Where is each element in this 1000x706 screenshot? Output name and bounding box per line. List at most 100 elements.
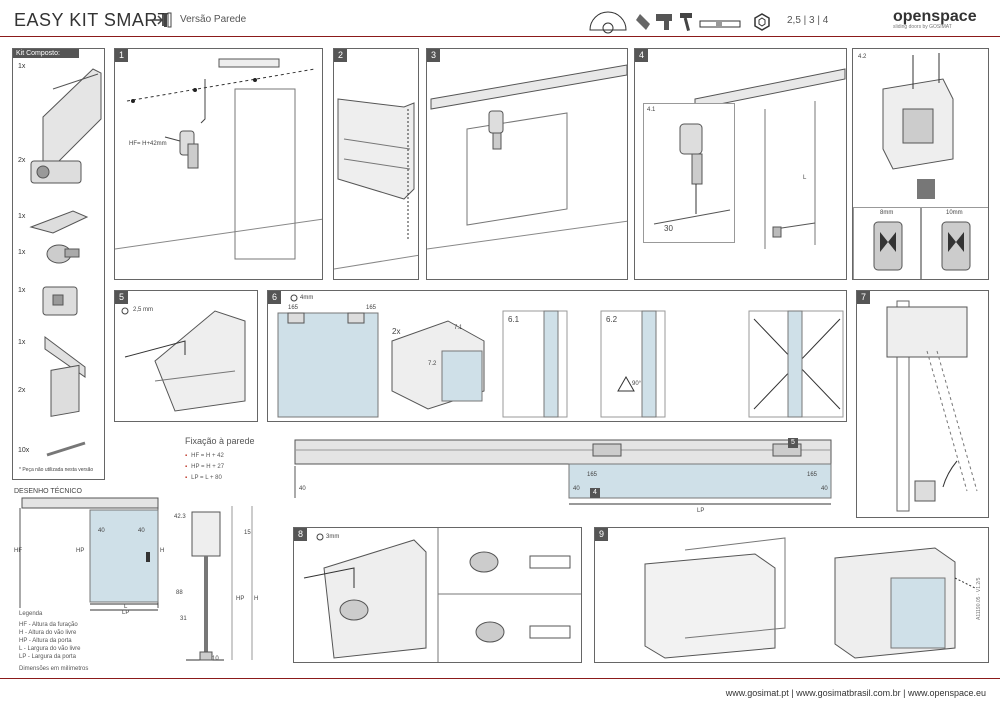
- kit-item-qty: 2x: [18, 157, 26, 164]
- step-2-illustration: [334, 98, 418, 270]
- step-5-panel: 5 2,5 mm: [114, 290, 258, 422]
- tech-40a: 40: [98, 528, 105, 534]
- step-4-2-label: 4.2: [858, 54, 867, 60]
- step-3-illustration: [427, 64, 627, 250]
- kit-item-qty: 1x: [18, 63, 26, 70]
- drill-icon: [656, 14, 672, 30]
- step-6-panel: 6 4mm 165 165 2x 7.1 7.2 6.1 6.2 90°: [267, 290, 847, 422]
- hammer-icon: [680, 13, 692, 31]
- step-6-dim2: 165: [366, 305, 377, 311]
- step-6-1-label: 6.1: [508, 315, 520, 324]
- header-divider: [0, 36, 1000, 37]
- side-dim: 31: [180, 616, 187, 622]
- side-dim: 10: [212, 656, 219, 662]
- step-6-qty: 2x: [392, 327, 401, 336]
- step-6-2-angle: 90°: [632, 381, 642, 387]
- gap-8mm: 8mm: [880, 210, 894, 216]
- step-4-panel: 4 4.1 30 L: [634, 48, 847, 280]
- kit-item-qty: 2x: [18, 387, 26, 394]
- track-dim-165: 165: [807, 472, 818, 478]
- step-7-illustration: [886, 300, 978, 512]
- step-7-panel: 7: [856, 290, 989, 518]
- kit-item-qty: 1x: [18, 249, 26, 256]
- side-dim: 42.3: [174, 514, 186, 520]
- step-6-7-2: 7.2: [428, 361, 437, 367]
- hex-key-size: 4mm: [300, 295, 314, 301]
- hex-key-icon: [754, 13, 770, 31]
- drill-detail: [653, 123, 731, 225]
- step-number: 1: [115, 49, 128, 62]
- tools-icons: [588, 8, 778, 34]
- step-9-illustration: [644, 537, 976, 659]
- fixacao-line: ▪HF = H + 42: [185, 453, 224, 459]
- step-5-illustration: [121, 307, 246, 412]
- gap-10mm: 10mm: [946, 210, 963, 216]
- legend-list: HF - Altura da furação H - Altura do vão…: [19, 621, 80, 661]
- kit-parts-illustration: [29, 68, 102, 457]
- step-number: 6: [268, 291, 281, 304]
- tech-40b: 40: [138, 528, 145, 534]
- step-number: 8: [294, 528, 307, 541]
- track-dim-40: 40: [299, 486, 306, 492]
- step-4-2-10mm-inset: 10mm: [921, 207, 988, 279]
- step-number: 9: [595, 528, 608, 541]
- step-9-panel: 9: [594, 527, 989, 663]
- tech-lp: LP: [122, 610, 130, 616]
- technical-front-view: HF HP H 40 40 L LP: [14, 496, 164, 616]
- step-number: 2: [334, 49, 347, 62]
- kit-item-qty: 1x: [18, 339, 26, 346]
- document-title: EASY KIT SMART: [14, 10, 170, 30]
- fixacao-line: ▪LP = L + 80: [185, 475, 222, 481]
- kit-item-qty: 10x: [18, 447, 30, 454]
- saw-icon: [589, 11, 627, 34]
- step-6-illustration: [277, 294, 844, 418]
- step-number: 4: [635, 49, 648, 62]
- technical-title: DESENHO TÉCNICO: [14, 488, 82, 495]
- track-lp: LP: [697, 508, 705, 514]
- kit-note: * Peça não utilizada nesta versão: [19, 467, 94, 473]
- tech-l: L: [124, 604, 128, 610]
- hex-sizes: 2,5 | 3 | 4: [787, 15, 829, 26]
- glove-icon: [636, 14, 650, 30]
- track-step-5-marker: 5: [788, 438, 798, 448]
- footer-links: www.gosimat.pt | www.gosimatbrasil.com.b…: [725, 688, 986, 698]
- track-step-4-marker: 4: [590, 488, 600, 498]
- step-3-panel: 3: [426, 48, 628, 280]
- legend-item: HP - Altura da porta: [19, 638, 72, 644]
- tech-hp: HP: [76, 548, 85, 554]
- legend-item: HF - Altura da furação: [19, 622, 78, 628]
- level-icon: [699, 20, 741, 28]
- kit-title: Kit Composto:: [13, 49, 79, 58]
- side-dim: 15: [244, 530, 251, 536]
- side-dim: HP: [236, 596, 245, 602]
- step-number: 3: [427, 49, 440, 62]
- track-dim-165: 165: [587, 472, 598, 478]
- step-2-panel: 2: [333, 48, 419, 280]
- side-dim: 88: [176, 590, 183, 596]
- hex-key-size: 3mm: [326, 534, 340, 540]
- step-1-height-label: HF= H+42mm: [129, 141, 167, 147]
- kit-item-qty: 1x: [18, 213, 26, 220]
- brand-logo: openspace sliding doors by GOSIMAT: [893, 8, 988, 32]
- technical-side-view: 42.3 15 88 H HP 31 10: [172, 496, 272, 668]
- legend-item: L - Largura do vão livre: [19, 646, 81, 652]
- step-6-dim: 165: [288, 305, 299, 311]
- step-4-1-inset: 4.1 30: [643, 103, 735, 243]
- brand-tagline: sliding doors by GOSIMAT: [893, 24, 952, 30]
- step-4-2-8mm-inset: 8mm: [853, 207, 921, 279]
- step-4-l-label: L: [803, 175, 807, 181]
- legend-item: H - Altura do vão livre: [19, 630, 77, 636]
- step-8-illustration: [303, 528, 581, 662]
- step-6-2-label: 6.2: [606, 315, 618, 324]
- step-number: 5: [115, 291, 128, 304]
- step-6-7-1: 7.1: [454, 325, 463, 331]
- tech-hf: HF: [14, 548, 22, 554]
- kit-panel: Kit Composto: 1x 2x 1x 1x 1x 1x 2x 10x *…: [12, 48, 105, 480]
- step-4-1-dim: 30: [664, 224, 673, 233]
- bracket-detail: [882, 53, 954, 199]
- footer-code: A11190.05 · V1.2/5: [976, 577, 982, 620]
- step-4-1-label: 4.1: [647, 107, 656, 113]
- tech-h: H: [160, 548, 165, 554]
- track-diagram: 40 165 40 165 40 LP 4 5: [293, 438, 833, 520]
- legend-title: Legenda: [19, 611, 43, 617]
